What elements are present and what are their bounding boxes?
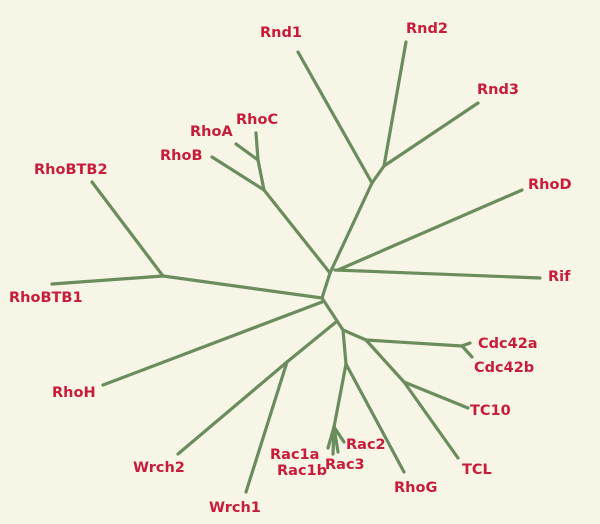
- branch-wrch1: [244, 360, 289, 494]
- branch-wrch2: [176, 360, 289, 456]
- label-wrch2: Wrch2: [133, 460, 185, 476]
- branch-tc-stem: [364, 338, 406, 384]
- branch-core-lower: [320, 296, 345, 332]
- label-rac2: Rac2: [346, 437, 386, 453]
- branch-rhoac: [256, 158, 266, 192]
- branch-rhoh: [101, 300, 324, 387]
- label-rhob: RhoB: [160, 148, 203, 164]
- branch-rac2: [332, 425, 346, 444]
- tree-labels: Rnd1 Rnd2 Rnd3 RhoD Rif RhoA RhoC RhoB R…: [9, 21, 572, 516]
- label-tcl: TCL: [462, 462, 492, 478]
- label-cdc42a: Cdc42a: [478, 336, 538, 352]
- branch-rac3: [332, 425, 340, 454]
- branch-rhobtb1: [50, 274, 165, 286]
- label-rhobtb2: RhoBTB2: [34, 162, 108, 178]
- label-rhod: RhoD: [528, 177, 572, 193]
- branch-rhobtb-trunk: [161, 274, 324, 300]
- branch-rho-trunk: [262, 188, 332, 275]
- branch-rnd-inner: [370, 164, 386, 185]
- branch-rnd3: [382, 101, 480, 168]
- label-rnd3: Rnd3: [477, 82, 519, 98]
- branch-core: [320, 271, 332, 300]
- branch-cdc42: [364, 338, 464, 348]
- branch-rhoc: [254, 131, 260, 162]
- branch-wrch-trunk: [285, 320, 338, 364]
- label-wrch1: Wrch1: [209, 500, 261, 516]
- branch-rnd-trunk: [328, 181, 374, 275]
- branch-rhobtb2: [90, 180, 165, 278]
- label-cdc42b: Cdc42b: [474, 360, 534, 376]
- label-rnd2: Rnd2: [406, 21, 448, 37]
- label-rhog: RhoG: [394, 480, 437, 496]
- branch-cdc-trunk: [341, 328, 368, 342]
- label-rac1a: Rac1a: [270, 447, 319, 463]
- branch-tcl: [402, 380, 460, 460]
- label-rhobtb1: RhoBTB1: [9, 290, 83, 306]
- tree-branches: [50, 40, 542, 494]
- label-rhoh: RhoH: [52, 385, 96, 401]
- branch-rif: [333, 268, 542, 280]
- branch-rhod: [336, 188, 524, 272]
- branch-tc10: [402, 380, 470, 410]
- branch-rnd2: [382, 40, 408, 168]
- label-rhoc: RhoC: [236, 112, 278, 128]
- branch-rhog: [344, 362, 406, 474]
- branch-rnd1: [296, 50, 374, 185]
- label-rnd1: Rnd1: [260, 25, 302, 41]
- label-rhoa: RhoA: [190, 124, 233, 140]
- branch-rac-trunk: [341, 328, 348, 366]
- label-tc10: TC10: [470, 403, 511, 419]
- branch-cdc42b: [460, 344, 474, 359]
- branch-rac-stem: [332, 362, 348, 429]
- label-rif: Rif: [548, 269, 571, 285]
- branch-rhoa: [234, 142, 260, 162]
- branch-rhob: [210, 155, 266, 192]
- label-rac1b: Rac1b: [277, 463, 327, 479]
- label-rac3: Rac3: [325, 457, 365, 473]
